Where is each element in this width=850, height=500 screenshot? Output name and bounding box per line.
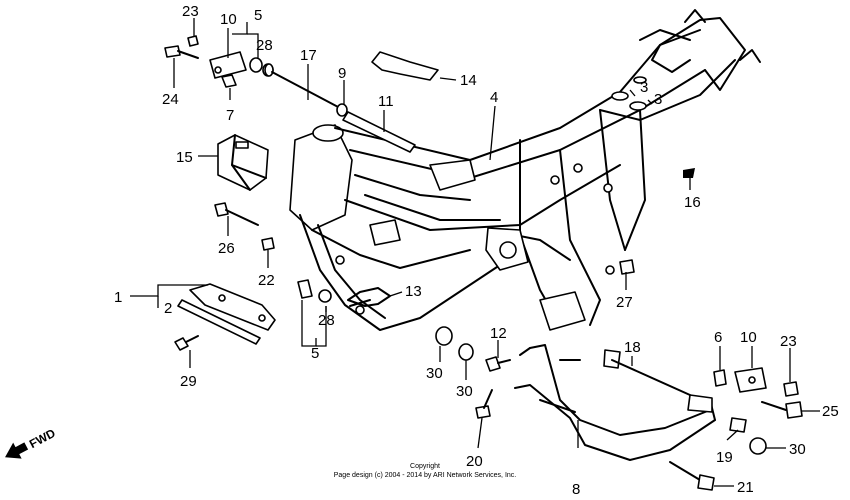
- label-23-lower: 23: [780, 333, 797, 350]
- part-25-bolt: [761, 401, 803, 419]
- label-22: 22: [258, 272, 275, 289]
- part-26-bolt: [214, 202, 259, 226]
- part-30-nut-b: [458, 343, 474, 361]
- part-9-collar: [336, 103, 348, 117]
- label-5-lower: 5: [311, 345, 319, 362]
- label-27: 27: [616, 294, 633, 311]
- label-14: 14: [460, 72, 477, 89]
- label-6: 6: [714, 329, 722, 346]
- part-5-lower: [297, 279, 332, 303]
- part-12-bolt: [485, 356, 511, 372]
- label-16: 16: [684, 194, 701, 211]
- part-29-bolt: [174, 335, 199, 351]
- part-18-long-bolt: [611, 359, 691, 396]
- copyright-notice: Copyright Page design (c) 2004 - 2014 by…: [334, 463, 517, 479]
- part-labels: 23 10 5 28 24 7 17 9 11 14 4 3 3 15 16 2…: [114, 3, 839, 498]
- label-18: 18: [624, 339, 641, 356]
- part-21-bolt: [669, 461, 715, 491]
- label-10-lower: 10: [740, 329, 757, 346]
- label-28-lower: 28: [318, 312, 335, 329]
- label-1: 1: [114, 289, 122, 306]
- label-30-c: 30: [789, 441, 806, 458]
- part-6-bolt: [713, 369, 727, 387]
- label-30-b: 30: [456, 383, 473, 400]
- label-15: 15: [176, 149, 193, 166]
- part-16-plate: [683, 168, 695, 178]
- part-23-bolt-top: [187, 35, 199, 47]
- fwd-label: FWD: [27, 426, 58, 451]
- label-2: 2: [164, 300, 172, 317]
- main-frame: [289, 9, 761, 331]
- label-12: 12: [490, 325, 507, 342]
- part-7-collar: [221, 74, 237, 88]
- part-22-bolt: [261, 237, 275, 251]
- copyright-line-1: Copyright: [410, 463, 440, 470]
- label-25: 25: [822, 403, 839, 420]
- label-30-a: 30: [426, 365, 443, 382]
- label-9: 9: [338, 65, 346, 82]
- part-30-nut-a: [435, 326, 453, 346]
- part-10-plate-lower: [734, 367, 767, 393]
- label-5-top: 5: [254, 7, 262, 24]
- part-17-long-bolt: [264, 63, 341, 109]
- label-20: 20: [466, 453, 483, 470]
- label-10-top: 10: [220, 11, 237, 28]
- part-20-bolt: [475, 389, 493, 419]
- part-13-clamp: [347, 287, 391, 307]
- part-11-pipe: [342, 111, 416, 153]
- label-4: 4: [490, 89, 498, 106]
- part-2-bracket: [177, 283, 276, 345]
- part-24-bolt: [164, 45, 199, 59]
- label-8: 8: [572, 481, 580, 498]
- label-3-b: 3: [654, 91, 662, 108]
- label-11: 11: [378, 93, 394, 110]
- copyright-line-2: Page design (c) 2004 - 2014 by ARI Netwo…: [334, 472, 517, 479]
- label-3-a: 3: [640, 79, 648, 96]
- label-26: 26: [218, 240, 235, 257]
- label-21: 21: [737, 479, 754, 496]
- label-19: 19: [716, 449, 733, 466]
- label-29: 29: [180, 373, 197, 390]
- label-28-top: 28: [256, 37, 273, 54]
- part-10-plate-top: [209, 51, 247, 79]
- fwd-arrow: FWD: [5, 426, 58, 459]
- label-7: 7: [226, 107, 234, 124]
- label-24: 24: [162, 91, 179, 108]
- part-14-bracket: [371, 51, 439, 81]
- label-23-top: 23: [182, 3, 199, 20]
- leader-lines: [130, 18, 820, 487]
- part-15-box: [217, 134, 269, 191]
- label-17: 17: [300, 47, 317, 64]
- part-23-bolt-lower: [783, 381, 799, 397]
- label-13: 13: [405, 283, 422, 300]
- part-27-bolt: [619, 259, 635, 275]
- part-30-nut-c: [749, 437, 767, 455]
- part-19-bolt: [729, 417, 747, 433]
